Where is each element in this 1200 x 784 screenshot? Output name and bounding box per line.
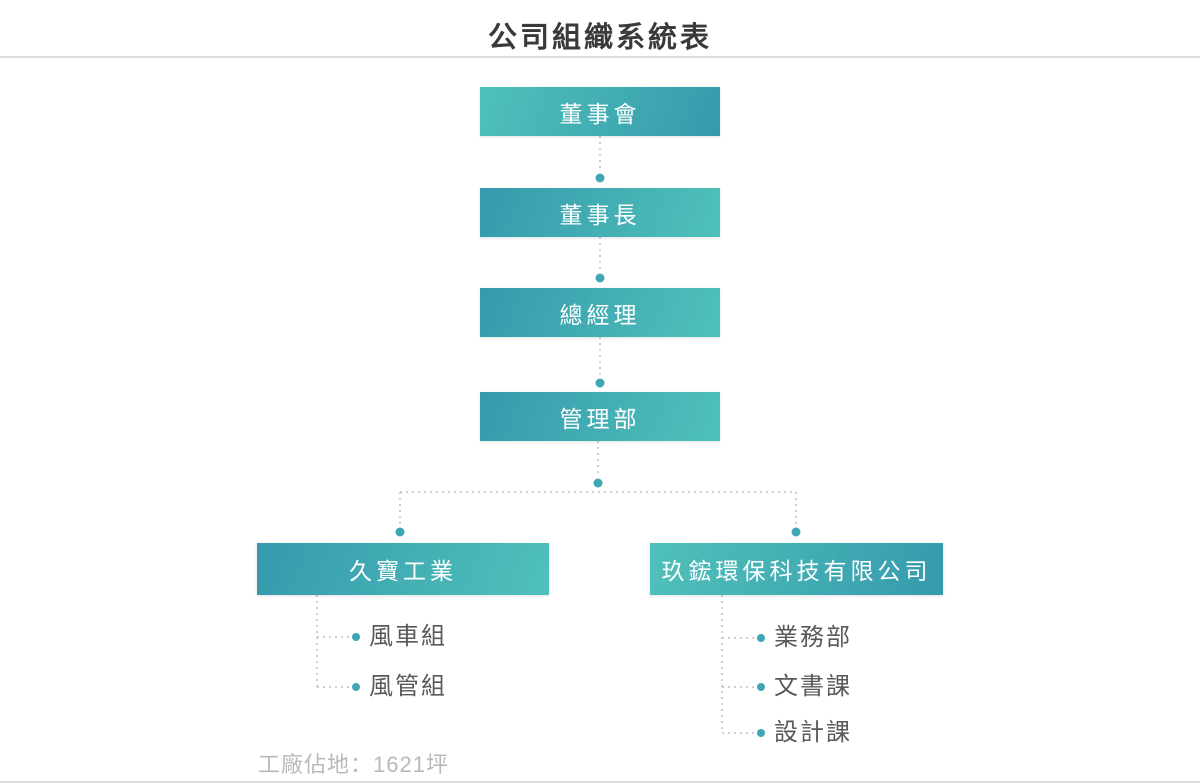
sub-item-label: 風管組 xyxy=(369,673,447,700)
connector-dot xyxy=(593,478,603,488)
bullet-dot-icon xyxy=(757,634,765,642)
bullet-dot-icon xyxy=(757,683,765,691)
connector-dot xyxy=(791,527,801,537)
connector-dot xyxy=(595,273,605,283)
org-box-board: 董事會 xyxy=(480,87,720,136)
bullet-dot-icon xyxy=(352,633,360,641)
org-box-branch-right: 玖鋐環保科技有限公司 xyxy=(650,543,943,595)
org-box-chairman: 董事長 xyxy=(480,188,720,237)
sub-item-label: 風車組 xyxy=(369,623,447,650)
top-divider xyxy=(0,56,1200,58)
connector-dot xyxy=(595,173,605,183)
org-box-general-manager: 總經理 xyxy=(480,288,720,337)
sub-item-label: 文書課 xyxy=(774,673,852,700)
sub-item-label: 業務部 xyxy=(774,624,852,651)
bottom-divider xyxy=(0,781,1200,783)
connector-dot xyxy=(595,378,605,388)
connector-dot xyxy=(395,527,405,537)
bullet-dot-icon xyxy=(757,729,765,737)
footnote: 工廠佔地：1621坪 xyxy=(258,752,449,777)
org-box-management-dept: 管理部 xyxy=(480,392,720,441)
sub-item-label: 設計課 xyxy=(774,719,852,746)
page-title: 公司組織系統表 xyxy=(487,22,712,54)
bullet-dot-icon xyxy=(352,683,360,691)
connector-dots xyxy=(352,173,801,737)
org-box-branch-left: 久寶工業 xyxy=(257,543,549,595)
